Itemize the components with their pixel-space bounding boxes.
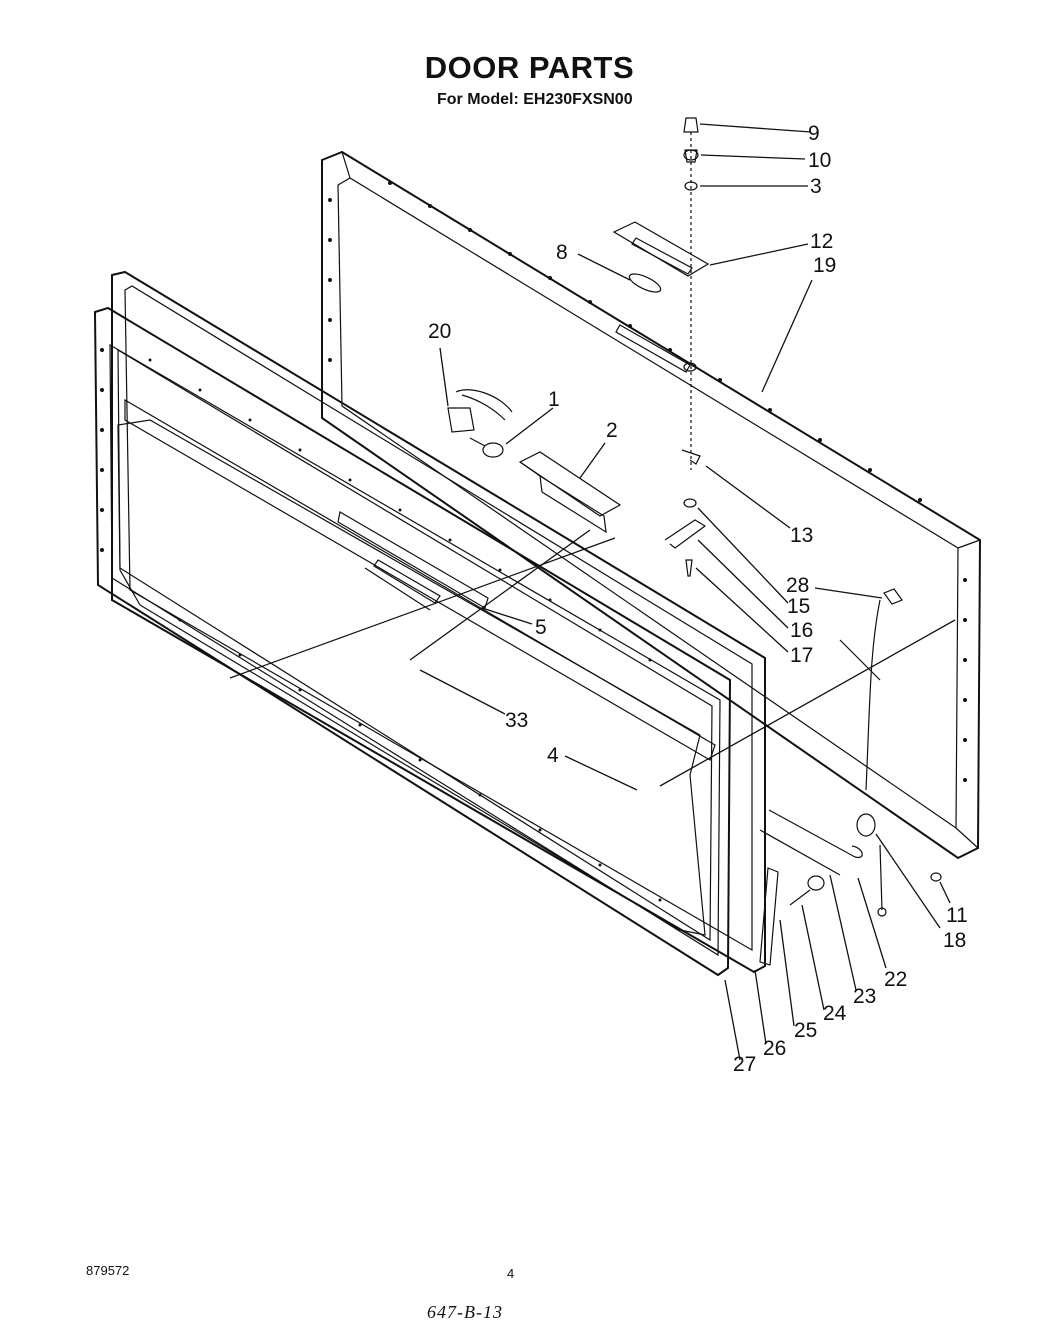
callout-33: 33: [505, 709, 528, 732]
hinge-stack: [612, 117, 710, 577]
callout-20: 20: [428, 320, 451, 343]
callout-5: 5: [535, 616, 547, 639]
lower-hinge: [759, 599, 942, 966]
handwritten-code: 647-B-13: [427, 1302, 503, 1322]
document-number: 879572: [86, 1263, 130, 1278]
callout-28: 28: [786, 574, 809, 597]
callout-23: 23: [853, 985, 876, 1008]
callout-16: 16: [790, 619, 813, 642]
callout-labels: 9 10 3 12 19 8 20 1 2 13 15 16 17 28 5 3…: [428, 122, 968, 1076]
model-subtitle: For Model: EH230FXSN00: [437, 91, 633, 108]
door-front-liner: [93, 306, 732, 977]
callout-13: 13: [790, 524, 813, 547]
page-number: 4: [507, 1266, 515, 1281]
callout-2: 2: [606, 419, 618, 442]
callout-8: 8: [556, 241, 568, 264]
callout-4: 4: [547, 744, 559, 767]
callout-10: 10: [808, 149, 831, 172]
callout-17: 17: [790, 644, 813, 667]
door-switch: [883, 588, 903, 605]
door-outer-panel: [321, 150, 982, 860]
callout-15: 15: [787, 595, 810, 618]
leader-lines: [409, 123, 956, 1061]
callout-22: 22: [884, 968, 907, 991]
callout-11: 11: [946, 904, 968, 927]
callout-12: 12: [810, 230, 833, 253]
callout-9: 9: [808, 122, 820, 145]
light-socket-assembly: [447, 389, 513, 458]
callout-24: 24: [823, 1002, 847, 1025]
callout-1: 1: [548, 388, 560, 411]
door-liner: [111, 270, 766, 974]
callout-19: 19: [813, 254, 836, 277]
page-title: DOOR PARTS: [424, 50, 635, 85]
callout-25: 25: [794, 1019, 817, 1042]
light-shield: [518, 451, 622, 534]
callout-26: 26: [763, 1037, 786, 1060]
callout-3: 3: [810, 175, 822, 198]
callout-27: 27: [733, 1053, 756, 1076]
callout-18: 18: [943, 929, 966, 952]
